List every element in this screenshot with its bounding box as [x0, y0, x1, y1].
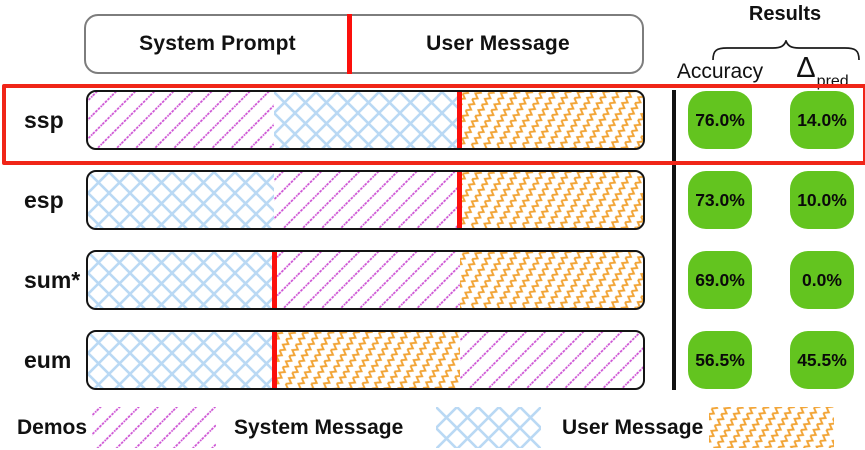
header-split-line	[347, 13, 352, 74]
results-brace-icon	[712, 40, 860, 60]
row-label-eum: eum	[24, 347, 72, 373]
accuracy-badge-eum: 56.5%	[688, 331, 752, 389]
results-separator-line	[672, 90, 676, 390]
delta-pred-badge-esp: 10.0%	[790, 171, 854, 229]
legend-label-demos: Demos	[17, 416, 88, 439]
demos-segment	[274, 172, 460, 228]
prompt-structure-header: System Prompt User Message	[84, 13, 644, 74]
prompt-bar-esp	[86, 170, 645, 230]
accuracy-column-label: Accuracy	[676, 60, 764, 83]
row-label-esp: esp	[24, 187, 64, 213]
system-message-segment	[88, 332, 274, 388]
row-label-ssp: ssp	[24, 107, 64, 133]
delta-symbol: Δ	[796, 52, 816, 84]
prompt-split-line	[457, 172, 462, 228]
user-message-segment	[460, 172, 643, 228]
system-message-segment	[274, 92, 460, 148]
user-message-segment	[460, 252, 643, 308]
user-message-segment	[274, 332, 460, 388]
delta-pred-badge-ssp: 14.0%	[790, 91, 854, 149]
demos-segment	[460, 332, 643, 388]
accuracy-badge-esp: 73.0%	[688, 171, 752, 229]
demos-pattern-swatch	[92, 407, 216, 448]
user-message-pattern-swatch	[709, 407, 834, 448]
accuracy-badge-sum: 69.0%	[688, 251, 752, 309]
delta-pred-badge-eum: 45.5%	[790, 331, 854, 389]
user-message-header-label: User Message	[426, 32, 570, 55]
system-message-segment	[88, 252, 274, 308]
user-message-segment	[460, 92, 643, 148]
prompt-split-line	[272, 252, 277, 308]
row-label-sum: sum*	[24, 267, 81, 293]
delta-pred-badge-sum: 0.0%	[790, 251, 854, 309]
delta-pred-column-label: Δpred	[772, 52, 865, 90]
prompt-bar-eum	[86, 330, 645, 390]
prompt-split-line	[272, 332, 277, 388]
system-message-segment	[88, 172, 274, 228]
system-prompt-header-label: System Prompt	[139, 32, 296, 55]
legend-label-user-message: User Message	[562, 416, 704, 439]
prompt-bar-ssp	[86, 90, 645, 150]
delta-subscript: pred	[816, 72, 849, 90]
prompt-split-line	[457, 92, 462, 148]
demos-segment	[274, 252, 460, 308]
system-message-pattern-swatch	[436, 407, 541, 448]
accuracy-badge-ssp: 76.0%	[688, 91, 752, 149]
results-title: Results	[748, 3, 822, 25]
legend-label-system-message: System Message	[234, 416, 404, 439]
prompt-bar-sum	[86, 250, 645, 310]
demos-segment	[88, 92, 274, 148]
